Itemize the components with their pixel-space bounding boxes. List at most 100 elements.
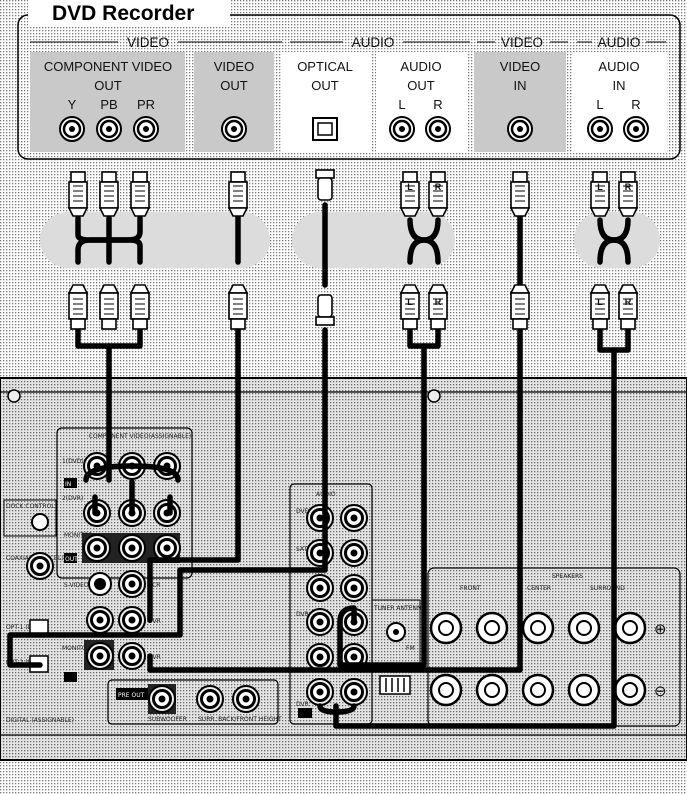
dvd-recorder-panel: DVD Recorder VIDEO AUDIO VIDEO AUDIO COM…	[17, 0, 681, 160]
plug-component-pb-bottom	[99, 284, 119, 330]
y-jack	[58, 115, 86, 143]
plug-audio-in-r-bottom	[618, 284, 638, 330]
receiver-audio-dvd-label: DVD	[296, 508, 310, 515]
receiver-vcr-jack	[117, 569, 147, 599]
audio-out-r-label: R	[433, 97, 442, 112]
plug-video-out-top	[228, 171, 248, 217]
plug-mark-l: L	[407, 182, 413, 192]
audio-out-l-label: L	[398, 97, 405, 112]
receiver-dock-label: DOCK CONTROL	[6, 503, 55, 510]
video-out-sub-label: OUT	[220, 78, 248, 93]
receiver-surround-label: SURROUND	[590, 585, 625, 592]
pr-jack	[132, 115, 160, 143]
video-out-jack	[220, 115, 248, 143]
receiver-monitor-video-jack	[117, 641, 147, 671]
pb-label: PB	[100, 97, 117, 112]
receiver-fm-label: FM	[406, 645, 415, 652]
receiver-satcbl-l-jack	[305, 538, 335, 568]
receiver-tuner-label: TUNER ANTENNA	[373, 605, 426, 612]
plug-mark-l: L	[597, 297, 603, 307]
receiver-dvd-r-jack	[339, 503, 369, 533]
audio-in-l-jack	[586, 115, 614, 143]
receiver-row2-label: 2(DVR)	[62, 495, 83, 502]
plug-optical-top	[315, 169, 335, 201]
audio-in-r-label: R	[631, 97, 640, 112]
receiver-monitor-label: MONITOR	[64, 532, 93, 539]
video-in-sub-label: IN	[514, 78, 527, 93]
plug-audio-in-r-top	[618, 171, 638, 217]
plug-component-pr-bottom	[130, 284, 150, 330]
receiver-vcr-label: VCR	[148, 582, 160, 589]
receiver-aux-l-jack	[305, 573, 335, 603]
plug-mark-l: L	[597, 182, 603, 192]
cable-highlight-areas	[40, 212, 660, 268]
audio-in-sub-label: IN	[613, 78, 626, 93]
receiver-front-label: FRONT	[460, 585, 481, 592]
optical-out-label: OUT	[311, 78, 339, 93]
plug-component-pb-top	[99, 171, 119, 217]
receiver-aux-r-jack	[339, 573, 369, 603]
receiver-dvr-out-l-jack	[305, 677, 335, 707]
plug-mark-r: R	[625, 297, 632, 307]
receiver-in-badge: IN	[65, 481, 71, 488]
component-out-label: OUT	[94, 78, 122, 93]
receiver-monitor-svideo-jack	[85, 641, 115, 671]
device-title: DVD Recorder	[52, 2, 194, 25]
receiver-center-label: CENTER	[527, 585, 551, 592]
receiver-am-terminal	[379, 675, 411, 695]
receiver-vcr-l-jack	[305, 642, 335, 672]
plug-audio-out-l-bottom	[400, 284, 420, 330]
receiver-satcbl-r-jack	[339, 538, 369, 568]
receiver-audio-dvr-label: DVR	[296, 611, 309, 618]
plug-mark-r: R	[625, 182, 632, 192]
receiver-component-label: COMPONENT VIDEO(ASSIGNABLE)	[89, 433, 191, 440]
receiver-plus-sign: ⊕	[654, 621, 667, 638]
receiver-dvr-label: DVR	[148, 618, 161, 625]
receiver-coaxial-jack	[25, 551, 55, 581]
receiver-monitor-pb-jack	[117, 533, 147, 563]
plug-audio-out-r-top	[428, 171, 448, 217]
plug-component-y-bottom	[68, 284, 88, 330]
plug-video-in-bottom	[510, 284, 530, 330]
optical-label: OPTICAL	[297, 59, 353, 74]
audio-out-l-jack	[388, 115, 416, 143]
receiver-dvr2-label: DVR	[148, 654, 161, 661]
plug-mark-r: R	[435, 297, 442, 307]
audio-out-sub-label: OUT	[407, 78, 435, 93]
receiver-rear-panel: COMPONENT VIDEO(ASSIGNABLE) 1(DVD) 2(DVR…	[0, 377, 687, 761]
audio-in-l-label: L	[596, 97, 603, 112]
receiver-surrback-l-jack	[195, 684, 225, 714]
video-in-jack	[506, 115, 534, 143]
video-in-label: VIDEO	[500, 59, 540, 74]
receiver-opt1-label: OPT-1 (DVD)	[6, 624, 43, 631]
pb-jack	[95, 115, 123, 143]
speaker-terminals	[429, 611, 647, 707]
group-label-video: VIDEO	[127, 35, 169, 50]
audio-out-label: AUDIO	[400, 59, 441, 74]
pr-label: PR	[137, 97, 155, 112]
receiver-dvr-in-l-jack	[305, 607, 335, 637]
group-label-audio-in: AUDIO	[598, 35, 641, 50]
audio-in-panel	[572, 52, 667, 152]
receiver-dvr-out-r-jack	[339, 677, 369, 707]
receiver-dvd-l-jack	[305, 503, 335, 533]
plug-component-pr-top	[130, 171, 150, 217]
plug-audio-out-l-top	[400, 171, 420, 217]
receiver-monitor2-label: MONITOR	[62, 645, 91, 652]
receiver-row1-label: 1(DVD)	[62, 458, 84, 465]
receiver-surrback-label: SURR. BACK/FRONT HEIGHT	[198, 716, 282, 723]
receiver-audio-dvr-out-label: DVR	[296, 701, 309, 708]
plug-audio-in-l-top	[590, 171, 610, 217]
receiver-svideo-label: S-VIDEO	[64, 582, 89, 589]
plug-video-out-bottom	[228, 284, 248, 330]
audio-in-r-jack	[622, 115, 650, 143]
receiver-monitor-y-jack	[82, 533, 112, 563]
receiver-out-badge: OUT	[65, 556, 78, 563]
video-out-label: VIDEO	[214, 59, 254, 74]
receiver-comp2-pr-jack	[152, 498, 182, 528]
plug-video-in-top	[510, 171, 530, 217]
optical-jack	[312, 117, 338, 141]
plug-audio-in-l-bottom	[590, 284, 610, 330]
component-label: COMPONENT VIDEO	[44, 59, 172, 74]
